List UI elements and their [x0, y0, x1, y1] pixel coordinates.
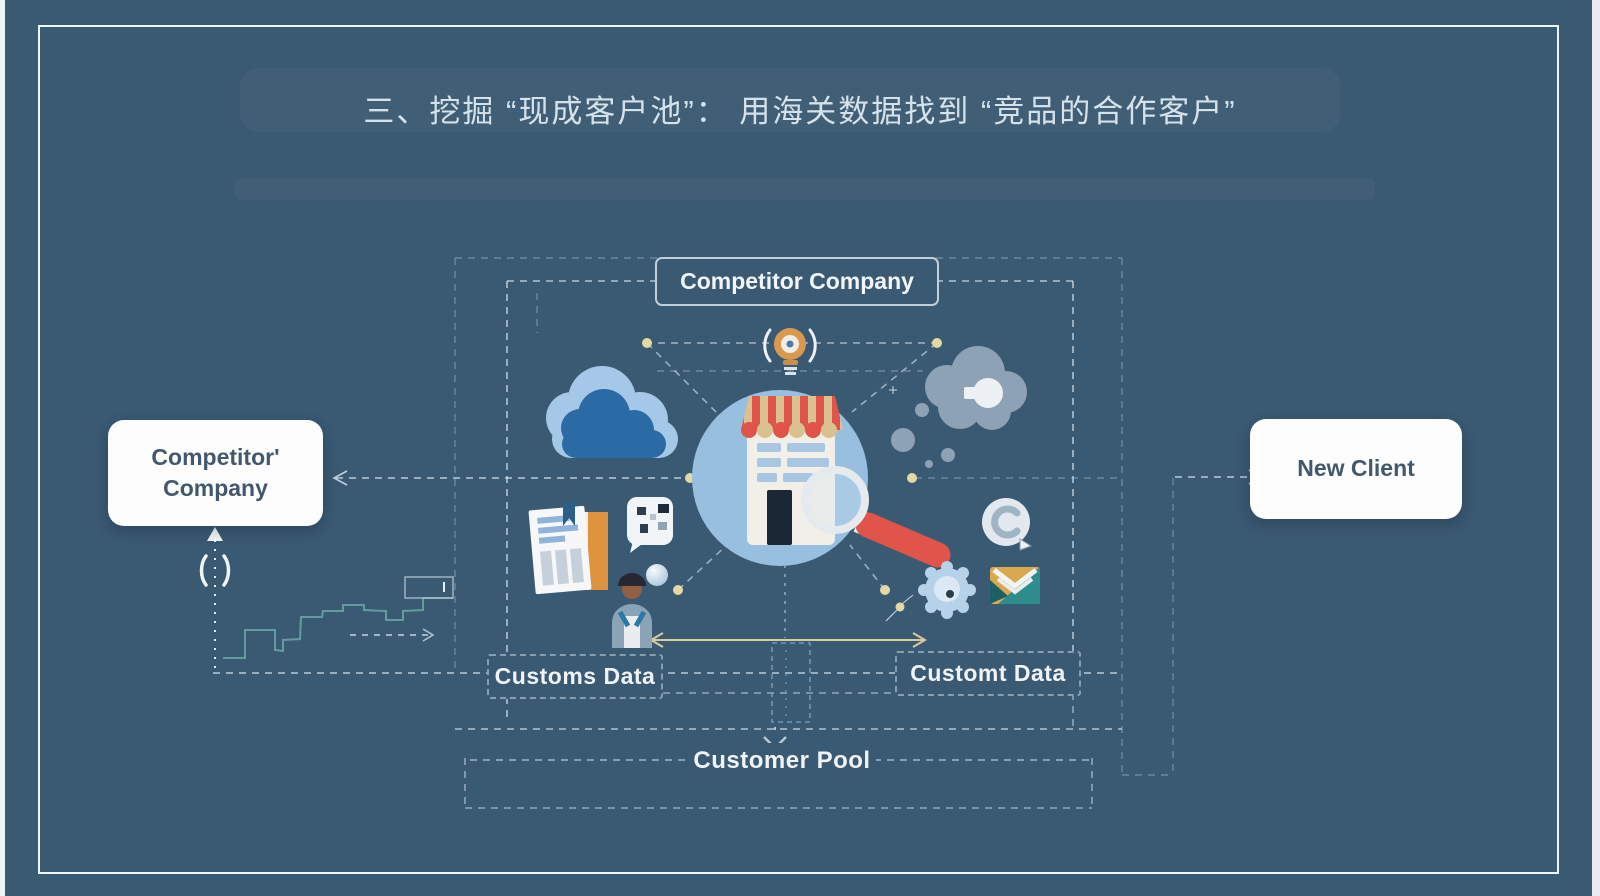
center-dashed-rect — [771, 642, 811, 723]
slide-title: 三、挖掘 “现成客户池”： 用海关数据找到 “竞品的合作客户” — [363, 94, 1237, 129]
cloud-icon — [546, 366, 678, 458]
magnifier-icon — [801, 466, 951, 568]
node-competitor-company-left: Competitor' Company — [108, 420, 323, 526]
sphere-icon — [646, 564, 668, 586]
node-competitor-company-top: Competitor Company — [655, 257, 939, 306]
qr-speech-bubble-icon — [627, 497, 673, 553]
documents-icon — [528, 502, 608, 595]
node-customer-pool: Customer Pool — [688, 743, 876, 779]
node-label: Customer Pool — [693, 747, 871, 774]
node-label: Customs Data — [494, 663, 656, 689]
node-label: Competitor' Company — [151, 443, 280, 501]
node-label: New Client — [1297, 455, 1415, 482]
storefront-door — [767, 490, 792, 545]
right-edge-strip — [1592, 0, 1600, 896]
vertex-dots — [642, 338, 942, 612]
left-edge-strip — [0, 0, 5, 896]
lightbulb-icon — [763, 328, 817, 375]
person-icon — [612, 573, 652, 648]
left-box-connector — [199, 527, 231, 668]
c-cursor-circle-icon — [982, 498, 1033, 551]
node-customs-data-right: Customt Data — [895, 651, 1081, 696]
parentheses-icon — [199, 554, 231, 587]
node-new-client: New Client — [1250, 419, 1462, 519]
storefront-window-lines — [757, 443, 829, 482]
node-customs-data-left: Customs Data — [487, 654, 663, 699]
envelope-icon — [990, 567, 1040, 604]
step-line-chart — [223, 576, 454, 659]
node-label: Competitor Company — [680, 268, 914, 294]
double-arrow — [649, 632, 927, 648]
node-label: Customt Data — [910, 660, 1066, 686]
thought-bubble-icon — [891, 346, 1027, 468]
storefront-illustration — [692, 390, 951, 568]
node-links — [885, 386, 914, 622]
gear-icon — [918, 561, 976, 619]
awning — [741, 396, 843, 438]
